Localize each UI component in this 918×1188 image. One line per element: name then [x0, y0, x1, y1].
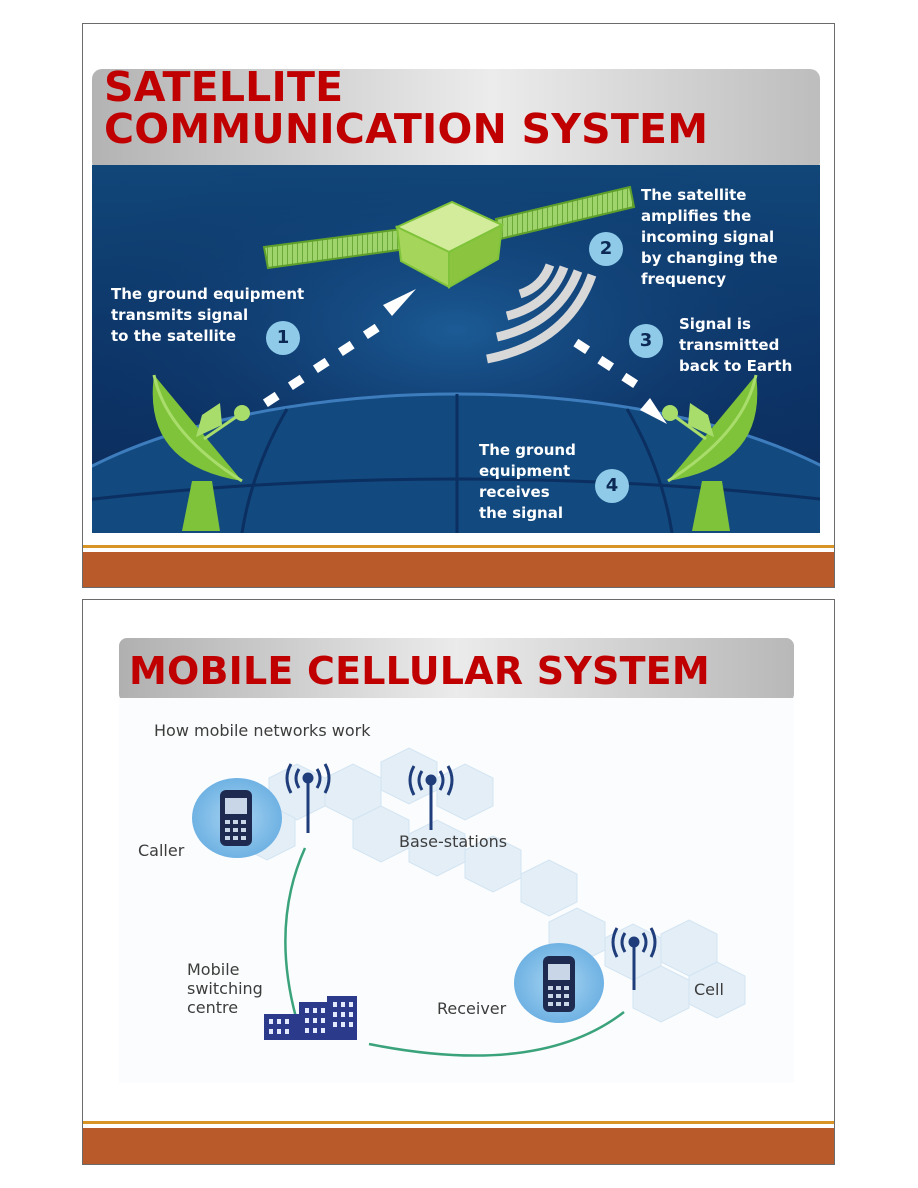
step1-badge: 1 — [266, 321, 300, 355]
satellite-infographic — [83, 69, 834, 587]
step4-line: the signal — [479, 504, 563, 522]
label-base-stations: Base-stations — [399, 832, 508, 851]
step2-line: frequency — [641, 270, 727, 288]
label-cell: Cell — [694, 980, 724, 999]
slide2-title: MOBILE CELLULAR SYSTEM — [129, 649, 710, 693]
antenna-icon-3 — [611, 927, 657, 990]
slide1-title-line2: COMMUNICATION SYSTEM — [104, 105, 709, 154]
msc-line: Mobile — [187, 960, 240, 979]
right-dish-icon — [662, 374, 758, 531]
step4-line: equipment — [479, 462, 571, 480]
step2-line: The satellite — [641, 186, 747, 204]
receiver-phone-icon — [514, 943, 604, 1023]
label-receiver: Receiver — [437, 999, 507, 1018]
step3-line: transmitted — [679, 336, 780, 354]
satellite-icon — [262, 185, 636, 289]
slide2-subtitle: How mobile networks work — [154, 721, 371, 740]
slide1-title: SATELLITE COMMUNICATION SYSTEM — [104, 63, 709, 154]
msc-line: switching — [187, 979, 263, 998]
slide1-title-line1: SATELLITE — [104, 63, 344, 111]
step1-line: transmits signal — [111, 306, 249, 324]
antenna-icon-1 — [285, 763, 331, 833]
step2-text: The satellite amplifies the incoming sig… — [641, 185, 778, 290]
step3-line: back to Earth — [679, 357, 793, 375]
step4-line: receives — [479, 483, 550, 501]
step3-text: Signal is transmitted back to Earth — [679, 314, 792, 377]
downlink-arrow-icon — [573, 338, 667, 424]
satellite-illustration — [83, 69, 834, 587]
slide1-footer-bar — [83, 552, 834, 587]
step1-line: to the satellite — [111, 327, 237, 345]
step2-line: amplifies the — [641, 207, 752, 225]
cellular-illustration — [119, 638, 794, 1083]
antenna-icon-2 — [408, 765, 454, 830]
uplink-arrow-icon — [262, 289, 416, 408]
cell-hexes — [238, 747, 746, 1023]
cellular-infographic — [119, 638, 794, 1083]
step1-text: The ground equipment transmits signal to… — [111, 284, 304, 347]
step2-line: by changing the — [641, 249, 778, 267]
step4-badge: 4 — [595, 469, 629, 503]
label-caller: Caller — [138, 841, 185, 860]
left-dish-icon — [152, 374, 250, 531]
slide2-footer-bar — [83, 1128, 834, 1164]
step2-badge: 2 — [589, 232, 623, 266]
slide2-footer-line — [83, 1121, 834, 1124]
signal-waves-icon — [486, 263, 597, 364]
slide-mobile-cellular: MOBILE CELLULAR SYSTEM How mobile networ… — [82, 599, 835, 1165]
msc-line: centre — [187, 998, 239, 1017]
step4-line: The ground — [479, 441, 576, 459]
step3-badge: 3 — [629, 324, 663, 358]
label-msc: Mobile switching centre — [187, 960, 263, 1017]
step4-text: The ground equipment receives the signal — [479, 440, 576, 524]
switching-centre-building-icon — [264, 996, 357, 1040]
step2-line: incoming signal — [641, 228, 775, 246]
caller-phone-icon — [192, 778, 282, 858]
step3-line: Signal is — [679, 315, 751, 333]
slide1-footer-line — [83, 545, 834, 548]
step1-line: The ground equipment — [111, 285, 305, 303]
slide-satellite: SATELLITE COMMUNICATION SYSTEM The groun… — [82, 23, 835, 588]
